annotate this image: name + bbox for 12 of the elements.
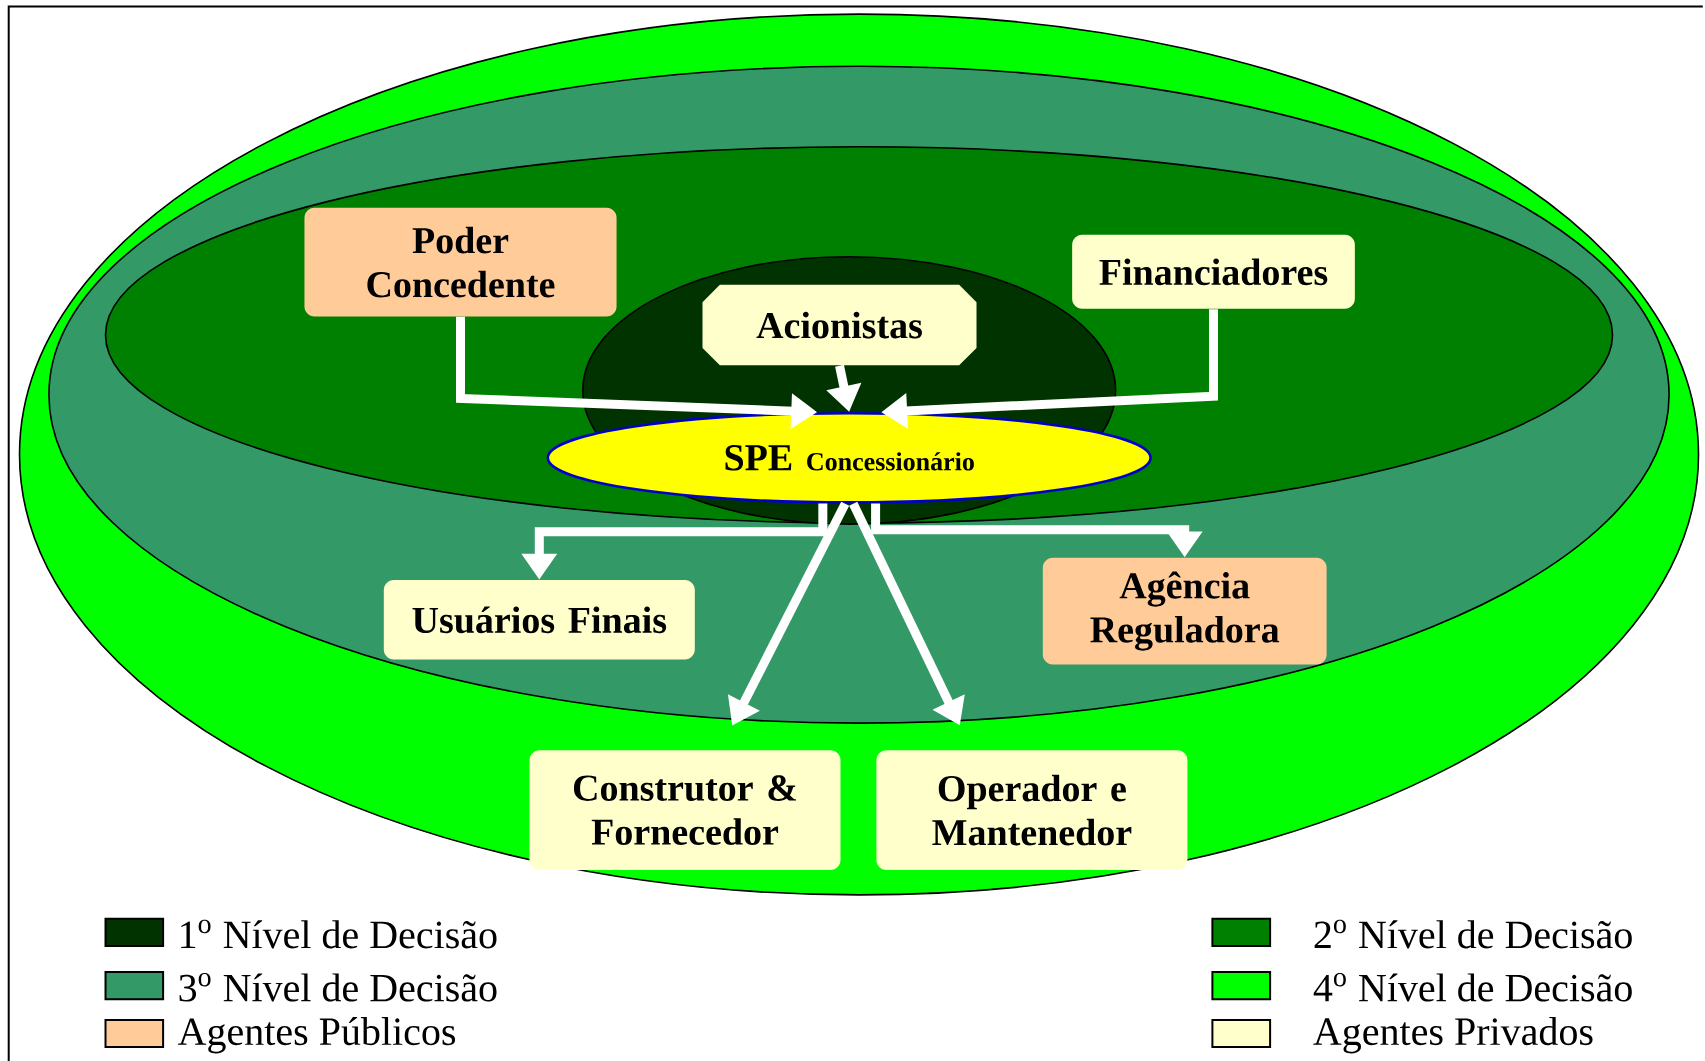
- legend-label: Agentes Públicos: [178, 1016, 456, 1054]
- agent-box: Construtor & Fornecedor: [529, 750, 841, 870]
- legend-label: Agentes Privados: [1313, 1017, 1593, 1054]
- agent-box: Usuários Finais: [383, 580, 695, 660]
- agent-box: Operador e Mantenedor: [876, 750, 1188, 870]
- legend-label: 3$^{o}$ Nível de Decisão: [179, 972, 497, 1002]
- legend-label: 2$^{o}$ Nível de Decisão: [1314, 919, 1632, 949]
- legend-label: 1$^{o}$ Nível de Decisão: [181, 919, 497, 949]
- legend-label: 4$^{o}$ Nível de Decisão: [1313, 972, 1632, 1002]
- agent-box: Poder Concedente: [304, 207, 617, 317]
- agent-box: Agência Reguladora: [1042, 557, 1327, 665]
- agent-box: Financiadores: [1072, 234, 1355, 309]
